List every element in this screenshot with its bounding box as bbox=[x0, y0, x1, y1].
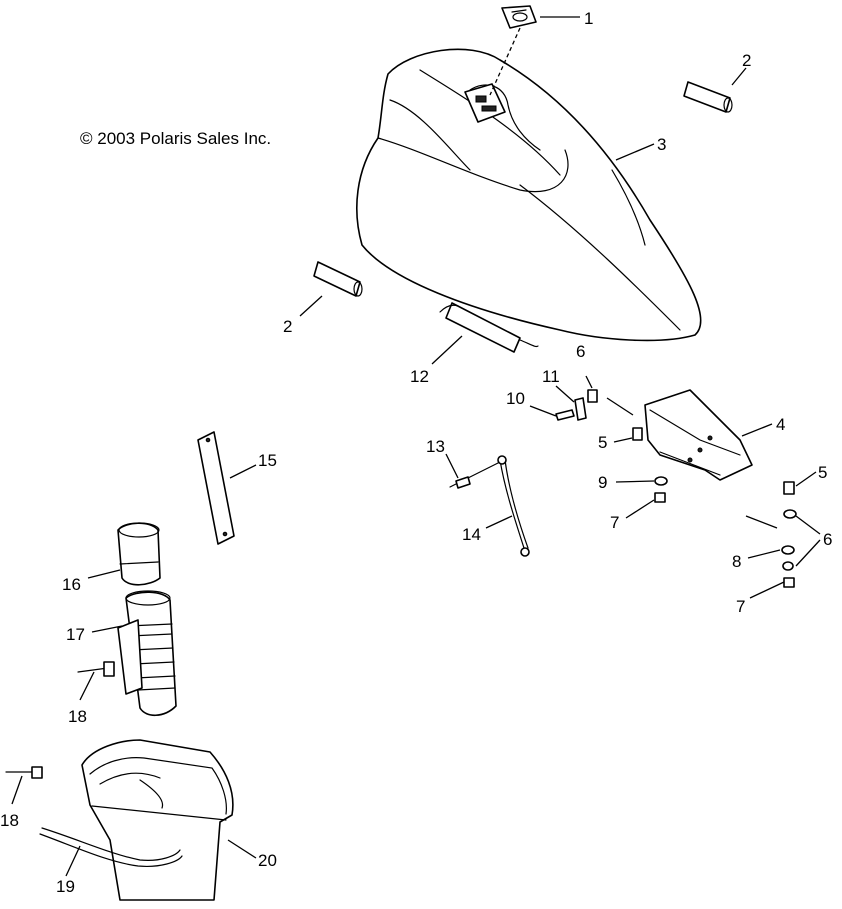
part-5-bolt bbox=[632, 427, 643, 441]
hood-cover bbox=[356, 48, 702, 342]
part-6-spring bbox=[587, 389, 598, 403]
part-16-cup bbox=[117, 522, 161, 586]
callout-12: 12 bbox=[410, 367, 429, 386]
callout-17: 17 bbox=[66, 625, 85, 644]
part-9-washer bbox=[654, 476, 668, 486]
part-12-trim bbox=[439, 302, 539, 353]
callout-14: 14 bbox=[462, 525, 481, 544]
callout-8: 8 bbox=[732, 552, 741, 571]
callout-16: 16 bbox=[62, 575, 81, 594]
part-10-bolt bbox=[555, 409, 575, 421]
callout-10: 10 bbox=[506, 389, 525, 408]
part-2-pad-upper bbox=[683, 81, 733, 113]
part-4-bracket bbox=[606, 389, 753, 481]
part-20-bucket bbox=[81, 739, 234, 901]
part-2-pad-lower bbox=[313, 261, 363, 297]
copyright-text: © 2003 Polaris Sales Inc. bbox=[80, 129, 271, 148]
part-6-washer bbox=[783, 509, 797, 519]
gauge-pod bbox=[464, 83, 506, 123]
callout-15: 15 bbox=[258, 451, 277, 470]
callout-6-upper: 6 bbox=[576, 342, 585, 361]
part-7-nut bbox=[654, 492, 666, 503]
callout-7-left: 7 bbox=[610, 513, 619, 532]
callout-18-lower: 18 bbox=[0, 811, 19, 830]
part-8-washer bbox=[781, 545, 795, 555]
part-5-bolt-right bbox=[783, 481, 795, 495]
callout-5-left: 5 bbox=[598, 433, 607, 452]
hardware-parts bbox=[555, 389, 797, 588]
callout-18-upper: 18 bbox=[68, 707, 87, 726]
callout-11: 11 bbox=[542, 367, 560, 386]
callout-13: 13 bbox=[426, 437, 445, 456]
part-15-plate bbox=[197, 431, 235, 545]
callout-9: 9 bbox=[598, 473, 607, 492]
part-17-cylinder bbox=[117, 590, 177, 717]
callout-6-right: 6 bbox=[823, 530, 832, 549]
part-19-hose bbox=[39, 827, 183, 867]
part-13-14-cable bbox=[449, 455, 530, 557]
part-18-rivets bbox=[5, 661, 115, 779]
part-7-nut-right bbox=[783, 577, 795, 588]
callout-5-right: 5 bbox=[818, 463, 827, 482]
part-1-cap bbox=[489, 5, 537, 96]
callout-20: 20 bbox=[258, 851, 277, 870]
callout-19: 19 bbox=[56, 877, 75, 896]
leader-lines bbox=[11, 16, 821, 877]
callout-labels: 1 2 3 2 12 6 11 10 5 4 9 7 5 6 8 7 13 14… bbox=[0, 9, 832, 896]
callout-1: 1 bbox=[584, 9, 593, 28]
callout-2-lower: 2 bbox=[283, 317, 292, 336]
part-11-bushing bbox=[574, 397, 587, 421]
part-6-washer-lower bbox=[782, 561, 794, 571]
callout-7-right: 7 bbox=[736, 597, 745, 616]
callout-4: 4 bbox=[776, 415, 785, 434]
callout-2-upper: 2 bbox=[742, 51, 751, 70]
callout-3: 3 bbox=[657, 135, 666, 154]
